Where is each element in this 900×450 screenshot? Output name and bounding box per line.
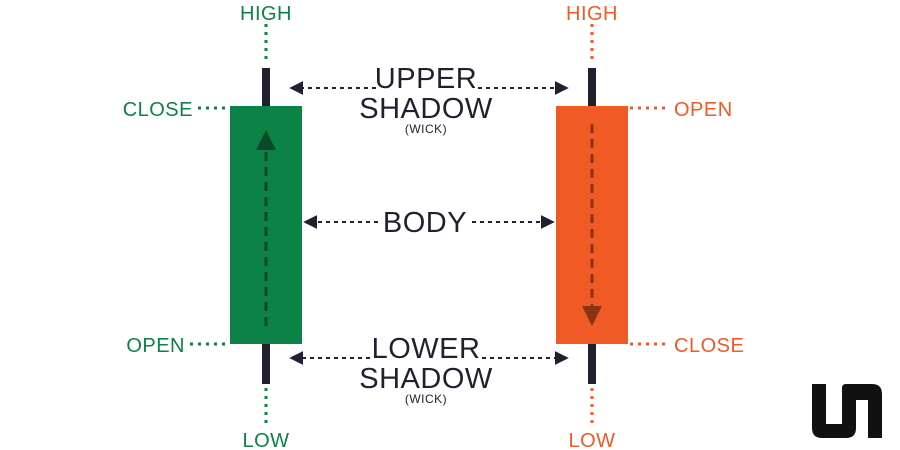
bullish-low-label: LOW	[242, 430, 289, 450]
body-annotation: BODY	[303, 207, 555, 239]
bearish-high-label: HIGH	[566, 3, 618, 25]
lower-shadow-label-line2: SHADOW	[359, 363, 493, 395]
bearish-direction-arrow-head	[582, 306, 602, 326]
bearish-candle: HIGH OPEN CLOSE LOW	[556, 3, 744, 450]
bullish-close-label: CLOSE	[123, 99, 193, 121]
body-label: BODY	[383, 207, 467, 239]
bullish-candle: HIGH CLOSE OPEN LOW	[123, 3, 302, 450]
upper-shadow-annotation: UPPER SHADOW (WICK)	[289, 63, 569, 136]
upper-shadow-label-line2: SHADOW	[359, 93, 493, 125]
bearish-upper-wick	[588, 68, 596, 108]
bullish-direction-arrow-head	[256, 130, 276, 150]
bearish-lower-wick	[588, 344, 596, 384]
lower-shadow-annotation: LOWER SHADOW (WICK)	[289, 333, 569, 406]
bearish-low-label: LOW	[568, 430, 615, 450]
bearish-close-label: CLOSE	[674, 335, 744, 357]
bullish-open-label: OPEN	[126, 335, 185, 357]
bullish-upper-wick	[262, 68, 270, 108]
lower-shadow-label-line1: LOWER	[372, 333, 481, 365]
bullish-lower-wick	[262, 344, 270, 384]
bullish-high-label: HIGH	[240, 3, 292, 25]
brand-logo-icon	[812, 384, 882, 438]
bearish-open-label: OPEN	[674, 99, 733, 121]
lower-shadow-sublabel: (WICK)	[405, 392, 447, 406]
upper-shadow-sublabel: (WICK)	[405, 122, 447, 136]
upper-shadow-label-line1: UPPER	[375, 63, 477, 95]
